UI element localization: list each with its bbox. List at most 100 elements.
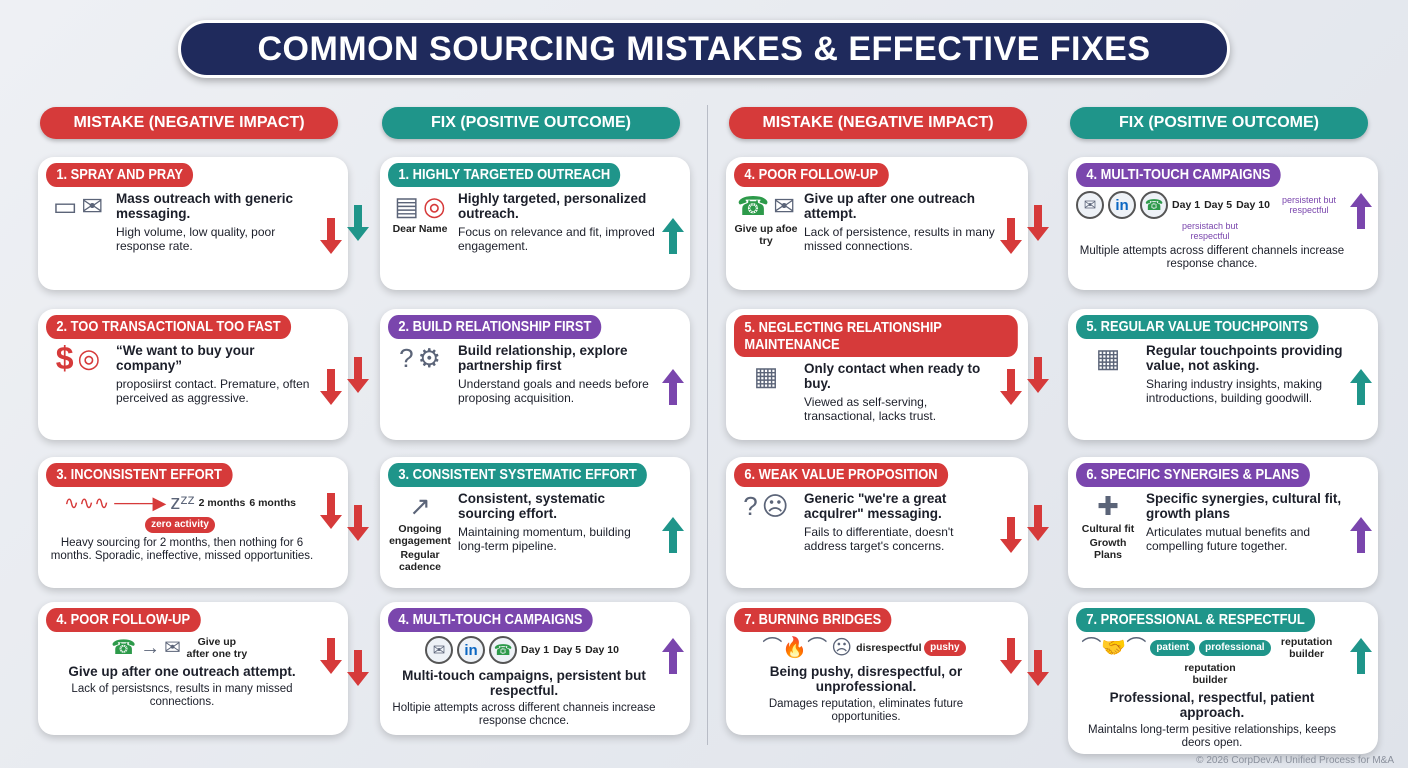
arrow-up-icon [1350,368,1372,405]
card-title: 4. POOR FOLLOW-UP [46,608,201,632]
envelope-icon: ✉ [425,636,454,664]
sleep-icon: zᶻᶻ [170,492,195,514]
arrow-label: persistach but respectful [1181,221,1239,241]
card-title: 4. MULTI-TOUCH CAMPAIGNS [1076,163,1281,187]
illustration: ?⚙ [388,343,452,436]
illustration-label: Day 1 [1172,199,1201,211]
illustration-label: Day 5 [1204,199,1233,211]
card-title: 6. WEAK VALUE PROPOSITION [734,463,948,487]
primary-text: Build relationship, explore partnership … [458,343,628,373]
arrow-down-icon [320,368,342,405]
card-body: ▦Only contact when ready to buy.Viewed a… [734,361,1020,436]
fix-card: 6. SPECIFIC SYNERGIES & PLANS ✚Cultural f… [1068,457,1378,588]
arrow-down-icon [1027,650,1049,686]
card-text: Give up after one outreach attempt.Lack … [46,664,340,709]
target-icon: ◎ [422,191,446,221]
arrow-down-icon [347,357,369,393]
card-title: 3. INCONSISTENT EFFORT [46,463,233,487]
card-body: ▦ Regular touchpoints providing value, no… [1076,343,1370,436]
secondary-text: Lack of persistence, results in many mis… [804,225,995,253]
primary-text: Being pushy, disrespectful, or unprofess… [769,664,963,694]
puzzle-icon: ✚ [1097,491,1119,521]
secondary-text: Fails to differentiate, doesn't address … [804,525,954,553]
arrow-down-icon [1027,505,1049,541]
card-text: Give up after one outreach attempt. Lack … [804,191,1020,286]
illustration: ▤◎Dear Name [388,191,452,286]
card-text: Mass outreach with generic messaging.Hig… [116,191,340,286]
mistake-card: 6. WEAK VALUE PROPOSITION ?☹Generic "we'r… [726,457,1028,588]
illustration-label: Growth Plans [1089,537,1127,561]
question-icon: ? [399,343,414,373]
gear-icon: ⚙ [417,343,441,373]
primary-text: “We want to buy your company” [116,343,255,373]
arrow-down-icon [1027,357,1049,393]
card-title: 6. SPECIFIC SYNERGIES & PLANS [1076,463,1310,487]
arrow-down-icon [320,493,342,529]
illustration: ?☹ [734,491,798,584]
arrow-down-icon [1000,638,1022,674]
primary-text: Professional, respectful, patient approa… [1109,690,1315,720]
card-title: 4. POOR FOLLOW-UP [734,163,889,187]
arrow-up-icon [1350,516,1372,553]
primary-text: Only contact when ready to buy. [804,361,981,391]
calendar-icon: ▦ [753,361,779,391]
card-text: Multiple attempts across different chann… [1076,245,1370,271]
mistake-card: 1. SPRAY AND PRAY▭✉Mass outreach with ge… [38,157,348,290]
primary-text: Give up after one outreach attempt. [804,191,976,221]
arrow-down-icon [347,505,369,541]
illustration: ☎→✉Give up after one try [46,636,340,660]
secondary-text: Maintaining momentum, building long-term… [458,525,631,553]
card-text: Highly targeted, personalized outreach.F… [458,191,682,286]
card-text: “We want to buy your company”proposiirst… [116,343,340,436]
primary-text: Multi-touch campaigns, persistent but re… [402,668,646,698]
arrow-down-icon [1027,205,1049,241]
illustration: ▦ [1076,343,1140,436]
card-text: Generic "we're a great acqulrer" messagi… [804,491,1020,584]
illustration: $◎ [46,342,110,436]
secondary-text: High volume, low quality, poor response … [116,225,276,253]
envelope-icon: ✉ [773,191,796,221]
secondary-text: Heavy sourcing for 2 months, then nothin… [50,537,314,562]
illustration-label: Dear Name [392,223,448,235]
calendar-icon: ▦ [1095,343,1121,373]
arrow-up-icon [662,638,684,674]
card-text: Specific synergies, cultural fit, growth… [1146,491,1370,584]
illustration-label: zero activity [145,517,215,533]
arrow-down-icon [320,638,342,674]
card-text: Consistent, systematic sourcing effort.M… [458,491,682,584]
arrow-up-icon [662,368,684,405]
column-header-fix: FIX (POSITIVE OUTCOME) [382,107,680,139]
illustration-label: reputation builder [1184,662,1236,686]
column-header-mistake: MISTAKE (NEGATIVE IMPACT) [729,107,1027,139]
linkedin-icon: in [457,636,486,664]
arrow-down-icon [347,205,369,241]
arrow-down-icon [1000,368,1022,405]
arrow-down-icon [347,650,369,686]
copyright-footer: © 2026 CorpDev.AI Unified Process for M&… [1196,755,1394,766]
illustration-label: Day 10 [585,644,619,656]
secondary-text: Lack of persistsncs, results in many mis… [71,683,293,708]
card-body: ?☹Generic "we're a great acqulrer" messa… [734,491,1020,584]
card-text: Professional, respectful, patient approa… [1076,690,1370,750]
thought-bubble-icon: ✉ [164,637,181,659]
illustration-label: Ongoing engagement [389,523,451,547]
angry-person-icon: ☹ [831,637,853,659]
arrow-down-icon [320,217,342,254]
card-title: 1. SPRAY AND PRAY [46,163,194,187]
envelope-icon: → [140,637,161,659]
secondary-text: Multiple attempts across different chann… [1079,245,1345,270]
secondary-text: Holtipie attempts across different chann… [392,702,656,727]
illustration-label: pushy [924,640,966,656]
illustration-label: patient [1150,640,1196,656]
primary-text: Regular touchpoints providing value, not… [1146,343,1343,373]
card-title: 7. BURNING BRIDGES [734,608,892,632]
